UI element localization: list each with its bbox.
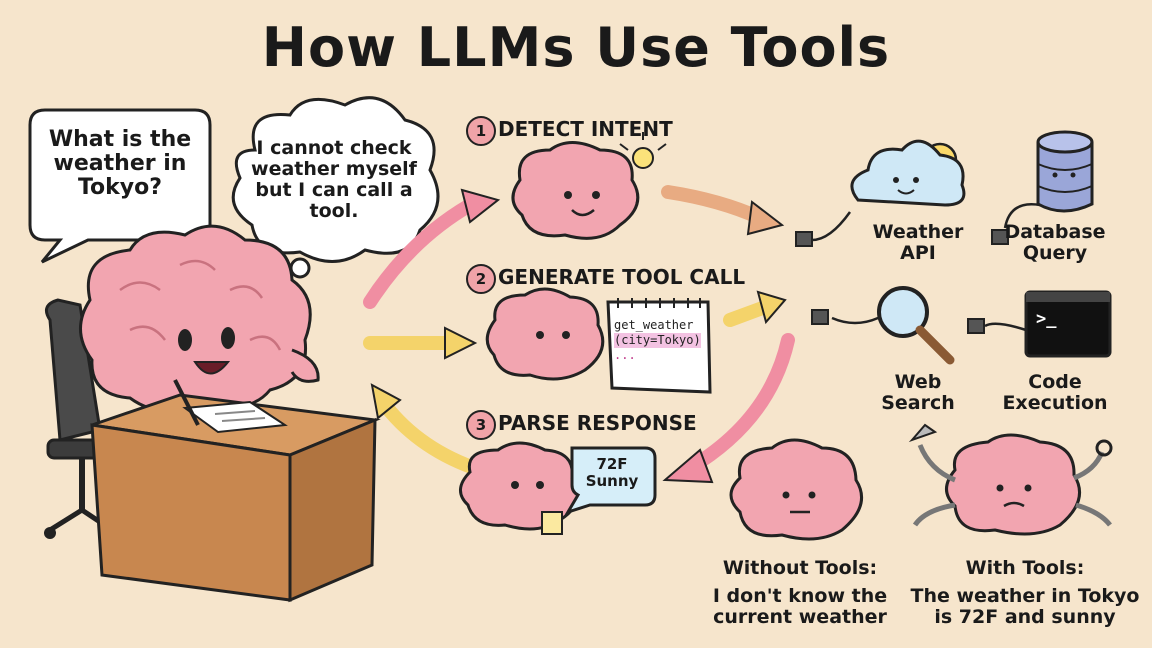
brain-with-tools <box>908 423 1113 536</box>
weather-cloud-icon <box>795 139 966 247</box>
tool-label-database-query: Database Query <box>1004 221 1106 264</box>
llm-thought-text: I cannot check weather myself but I can … <box>251 137 417 222</box>
step-3-number: 3 <box>466 410 496 440</box>
step-2-number: 2 <box>466 264 496 294</box>
terminal-icon <box>967 290 1112 358</box>
desk <box>90 379 381 603</box>
tool-call-code: get_weather (city=Tokyo) ... <box>614 318 701 363</box>
database-icon <box>991 130 1094 245</box>
main-brain-character <box>79 224 320 413</box>
with-tools-text: The weather in Tokyo is 72F and sunny <box>910 585 1140 628</box>
step-1-label: DETECT INTENT <box>498 117 673 141</box>
tool-call-ellipsis: ... <box>614 348 636 362</box>
magnifier-icon <box>811 286 955 365</box>
tool-response-text: 72F Sunny <box>585 455 639 490</box>
flow-arrows <box>363 185 795 484</box>
step-3-label: PARSE RESPONSE <box>498 411 697 435</box>
user-question-text: What is the weather in Tokyo? <box>48 127 192 201</box>
with-tools-heading: With Tools: <box>965 557 1085 579</box>
tool-label-code-execution: Code Execution <box>1002 371 1108 414</box>
question-speech-bubble <box>28 108 212 264</box>
page-title: How LLMs Use Tools <box>261 16 891 79</box>
step-2-label: GENERATE TOOL CALL <box>498 265 746 289</box>
tool-call-args: (city=Tokyo) <box>614 333 701 348</box>
brain-detect-intent <box>511 132 667 240</box>
tool-label-weather-api: Weather API <box>872 221 964 264</box>
without-tools-text: I don't know the current weather <box>712 585 888 628</box>
terminal-prompt: >_ <box>1036 309 1057 329</box>
tool-call-function: get_weather <box>614 318 694 332</box>
brain-without-tools <box>729 438 864 541</box>
without-tools-heading: Without Tools: <box>722 557 878 579</box>
tool-label-web-search: Web Search <box>881 371 955 414</box>
step-1-number: 1 <box>466 116 496 146</box>
brain-parse-response <box>459 441 657 535</box>
